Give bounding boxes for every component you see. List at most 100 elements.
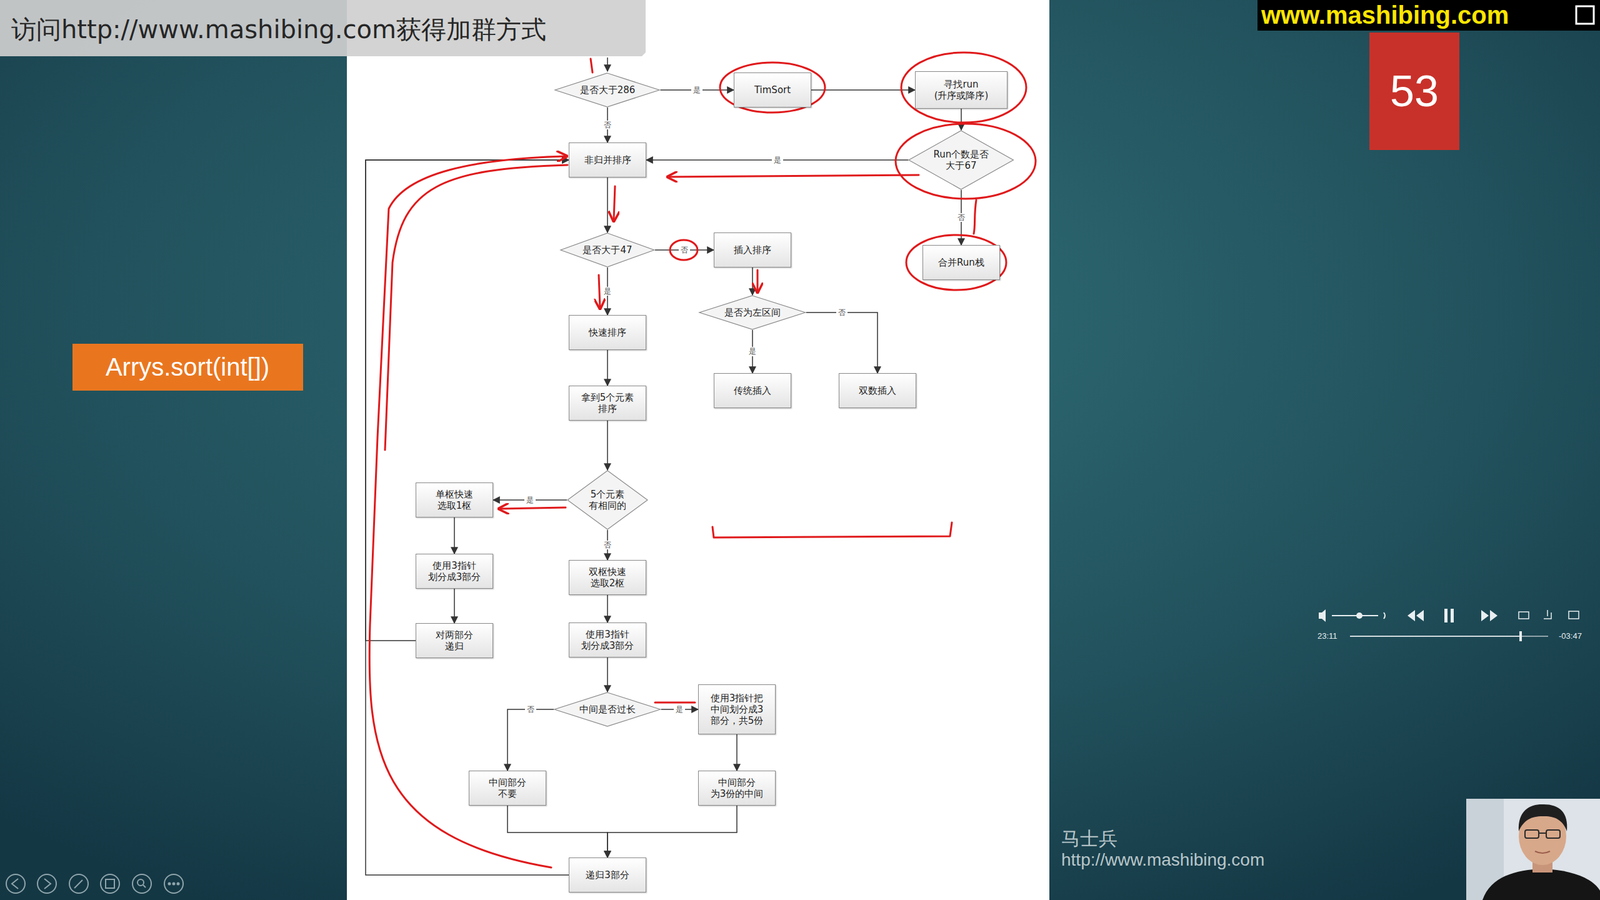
edge-label: 否 xyxy=(525,705,537,714)
node-text: Arrys.sort(int[]) xyxy=(105,353,270,381)
node-text: 双数插入 xyxy=(858,385,897,397)
banner-bar xyxy=(0,0,646,57)
node-text: 插入排序 xyxy=(733,244,772,256)
pen-circle xyxy=(906,235,1007,290)
process-box: 使用3指针 划分成3部分 xyxy=(568,622,647,658)
pen-arrow xyxy=(598,275,600,308)
node-text: 中间是否过长 xyxy=(579,703,636,715)
diamond-shape xyxy=(554,692,661,727)
flow-connector xyxy=(606,420,609,470)
node-text: TimSort xyxy=(754,84,791,96)
square-glyph xyxy=(1576,6,1594,24)
edge-label: 否 xyxy=(601,540,614,550)
process-box: 插入排序 xyxy=(713,232,792,268)
pen-arrow xyxy=(756,270,759,292)
node-text: 是否大于47 xyxy=(582,244,632,256)
incoming-arrow xyxy=(606,57,609,72)
flow-connector xyxy=(507,709,554,771)
process-box: 使用3指针 划分成3部分 xyxy=(415,553,494,589)
node-text: 寻找run (升序或降序) xyxy=(934,78,989,102)
diamond-shape xyxy=(560,233,655,267)
pen-arrow xyxy=(668,175,919,177)
decision-diamond: 是否大于286 xyxy=(554,72,660,108)
edge-label: 否 xyxy=(601,120,614,130)
white-panel xyxy=(346,0,1050,900)
decision-diamond: 是否为左区间 xyxy=(698,295,807,330)
node-text: 非归并排序 xyxy=(584,154,632,166)
flow-connector xyxy=(606,657,609,692)
flow-connector xyxy=(365,160,569,641)
edge-label: 是 xyxy=(771,155,784,165)
decision-diamond: 是否大于47 xyxy=(560,232,655,268)
node-text: 中间部分 不要 xyxy=(488,776,527,800)
site-watermark: www.mashibing.com xyxy=(1261,1,1509,30)
process-box: 非归并排序 xyxy=(568,142,647,178)
decision-diamond: Run个数是否 大于67 xyxy=(908,130,1014,190)
node-text: 递归3部分 xyxy=(585,869,630,881)
diamond-shape xyxy=(908,130,1014,190)
node-text: 使用3指针 划分成3部分 xyxy=(581,628,635,652)
node-text: 5个元素 有相同的 xyxy=(588,488,627,512)
node-text: 是否大于286 xyxy=(580,84,636,96)
elapsed-time: 23:11 xyxy=(1317,631,1338,641)
node-text: 快速排序 xyxy=(588,326,627,339)
edge-label: 否 xyxy=(678,245,690,255)
process-box: 使用3指针把 中间划分成3 部分，共5份 xyxy=(698,684,776,735)
process-box: 中间部分 不要 xyxy=(468,770,547,806)
title-tag: Arrys.sort(int[]) xyxy=(72,343,304,391)
video-controls xyxy=(1318,608,1579,642)
pen-stroke xyxy=(655,701,695,704)
process-box: 双枢快速 选取2枢 xyxy=(568,560,647,595)
pen-bracket xyxy=(712,522,952,538)
edge-label: 是 xyxy=(601,286,614,296)
edge-label: 否 xyxy=(836,308,848,317)
flow-connector xyxy=(606,595,609,623)
decision-diamond: 中间是否过长 xyxy=(553,691,662,727)
node-text: 使用3指针 划分成3部分 xyxy=(428,560,482,583)
process-box: 拿到5个元素 排序 xyxy=(568,385,647,421)
pen-circle xyxy=(895,123,1036,199)
process-box: 合并Run栈 xyxy=(922,245,1000,280)
node-text: 单枢快速 选取1枢 xyxy=(435,488,474,512)
flow-connector xyxy=(811,89,915,91)
pen-loop xyxy=(369,156,566,868)
diamond-shape xyxy=(567,470,648,530)
edge-label: 是 xyxy=(691,85,703,95)
node-text: Run个数是否 大于67 xyxy=(933,148,990,172)
process-box: TimSort xyxy=(733,72,812,108)
pen-stroke xyxy=(973,200,977,234)
process-box: 单枢快速 选取1枢 xyxy=(415,482,494,518)
pen-circle xyxy=(670,240,698,260)
diamond-shape xyxy=(555,73,660,107)
node-text: 使用3指针把 中间划分成3 部分，共5份 xyxy=(710,692,764,727)
pen-arrow xyxy=(613,186,615,220)
slide-nav-icons xyxy=(6,874,184,894)
process-box: 中间部分 为3份的中间 xyxy=(698,770,776,806)
flow-connector xyxy=(606,350,609,386)
process-box: 双数插入 xyxy=(838,373,917,409)
diamond-shape xyxy=(699,295,806,330)
edge-label: 否 xyxy=(955,213,967,222)
node-text: 传统插入 xyxy=(733,385,772,397)
pen-circle xyxy=(720,62,825,113)
flow-connector xyxy=(507,805,608,858)
pen-circle xyxy=(901,52,1027,123)
author-watermark: 马士兵 xyxy=(1061,826,1118,852)
node-text: 对两部分 递归 xyxy=(435,629,474,652)
flow-connector xyxy=(365,160,569,875)
flow-connector xyxy=(607,805,737,858)
flow-connector xyxy=(751,267,754,295)
edge-label: 是 xyxy=(746,346,759,356)
edge-label: 是 xyxy=(524,495,536,505)
slide-number: 53 xyxy=(1369,32,1460,150)
pen-stroke xyxy=(590,58,593,73)
node-text: 中间部分 为3份的中间 xyxy=(710,776,764,800)
node-text: 合并Run栈 xyxy=(938,256,985,269)
pen-arrow xyxy=(500,507,566,509)
node-text: 是否为左区间 xyxy=(724,306,781,319)
banner-text: 访问http://www.mashibing.com获得加群方式 xyxy=(11,12,547,47)
